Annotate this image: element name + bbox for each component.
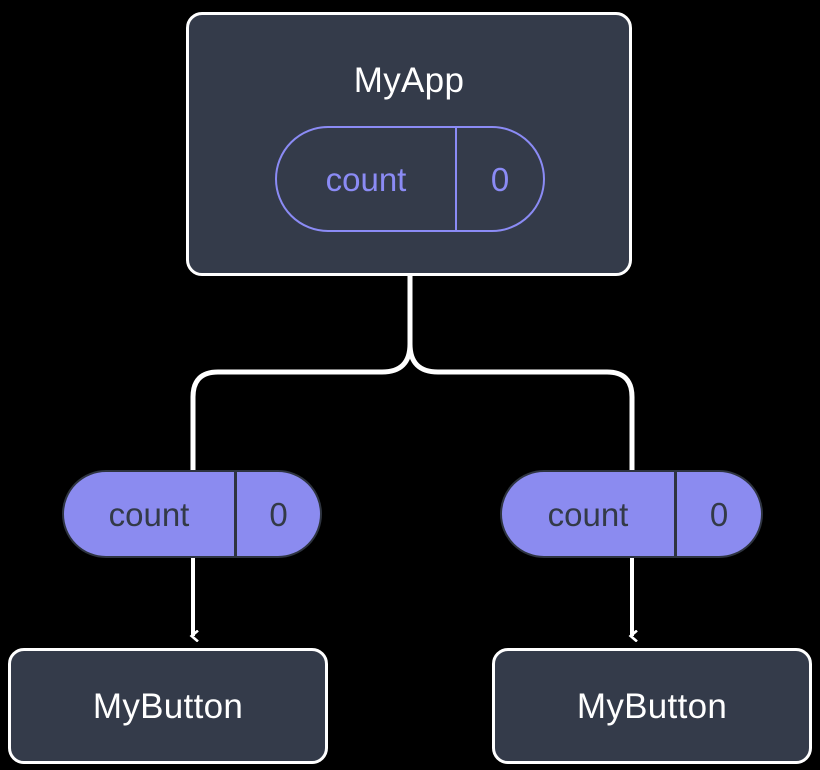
component-title-mybutton: MyButton [92, 686, 244, 726]
props-capsule-right[interactable]: count 0 [500, 470, 763, 558]
state-capsule-myapp[interactable]: count 0 [275, 126, 545, 232]
props-capsule-left[interactable]: count 0 [62, 470, 322, 558]
props-capsule-key: count [547, 495, 629, 533]
edge-to-left-props [190, 343, 413, 470]
state-capsule-key: count [325, 160, 407, 198]
state-capsule-value: 0 [455, 128, 543, 230]
component-title-mybutton: MyButton [576, 686, 728, 726]
component-node-mybutton-left[interactable]: MyButton [8, 648, 328, 764]
props-capsule-value: 0 [234, 472, 320, 556]
component-title-myapp: MyApp [353, 61, 465, 100]
props-capsule-value: 0 [674, 472, 761, 556]
edge-to-right-props [407, 343, 635, 470]
component-node-mybutton-right[interactable]: MyButton [492, 648, 812, 764]
props-capsule-key: count [108, 495, 190, 533]
